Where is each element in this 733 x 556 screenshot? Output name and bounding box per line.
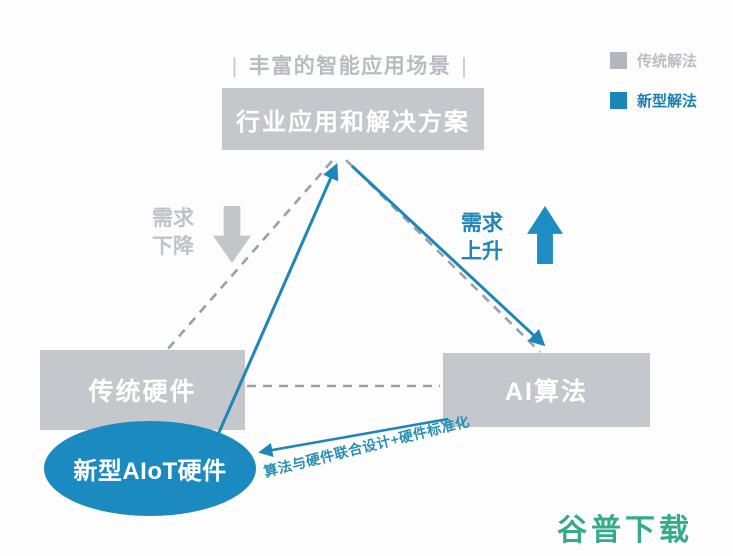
- title-right-bar: |: [461, 55, 469, 78]
- node-industry-applications: 行业应用和解决方案: [222, 88, 484, 150]
- legend: 传统解法 新型解法: [610, 50, 697, 130]
- demand-up-line2: 上升: [461, 239, 503, 263]
- arrow-top-to-ai-icon: [350, 164, 546, 347]
- dashed-edge-top-to-ai: [345, 159, 541, 353]
- title-left-bar: |: [231, 55, 239, 78]
- diagram-title: | 丰富的智能应用场景 |: [140, 50, 560, 80]
- legend-label-traditional: 传统解法: [637, 53, 698, 70]
- diagram-title-text: 丰富的智能应用场景: [248, 55, 452, 78]
- demand-down-label: 需求 下降: [152, 205, 194, 260]
- demand-up-label: 需求 上升: [461, 210, 503, 265]
- demand-down-line1: 需求: [152, 207, 194, 230]
- demand-up-line1: 需求: [461, 212, 503, 235]
- demand-down-line2: 下降: [152, 234, 194, 258]
- legend-item-new: 新型解法: [610, 90, 697, 111]
- node-new-aiot-hardware-label: 新型AIoT硬件: [73, 458, 227, 485]
- legend-label-new: 新型解法: [637, 93, 698, 110]
- node-traditional-hardware: 传统硬件: [40, 350, 245, 430]
- legend-swatch-blue-icon: [610, 92, 627, 109]
- codesign-edge-label: 算法与硬件联合设计+硬件标准化: [262, 413, 472, 480]
- node-ai-algorithm: AI算法: [443, 353, 650, 427]
- demand-down-arrow-icon: [213, 206, 251, 263]
- node-industry-applications-label: 行业应用和解决方案: [236, 108, 470, 136]
- legend-item-traditional: 传统解法: [610, 50, 697, 71]
- demand-up-arrow-icon: [527, 206, 563, 264]
- node-traditional-hardware-label: 传统硬件: [88, 378, 197, 406]
- node-new-aiot-hardware: 新型AIoT硬件: [44, 421, 256, 516]
- node-ai-algorithm-label: AI算法: [504, 378, 588, 406]
- legend-swatch-gray-icon: [610, 52, 627, 69]
- watermark-logo: 谷普下载: [557, 514, 693, 547]
